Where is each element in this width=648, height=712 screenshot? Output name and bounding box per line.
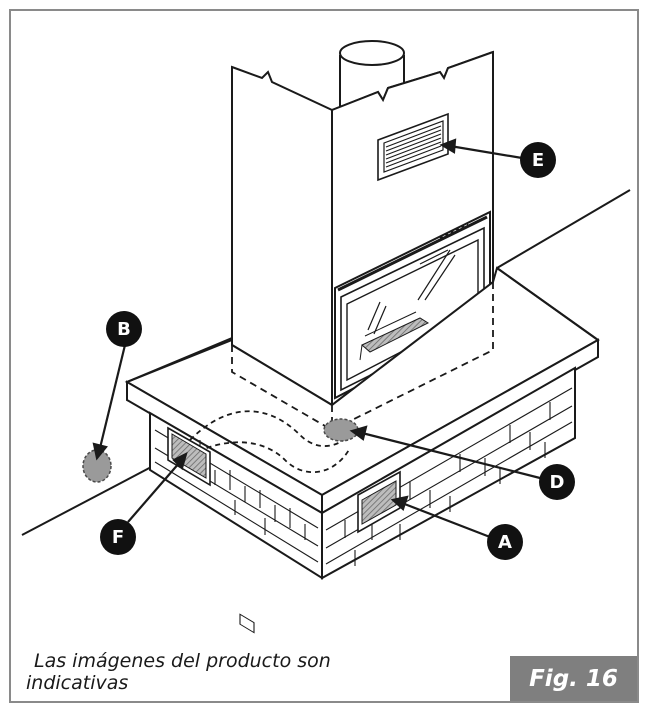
callout-b-label: B [117, 319, 131, 340]
callout-e-label: E [532, 150, 544, 171]
caption: Las imágenes del producto son indicativa… [26, 650, 446, 694]
callout-f: F [100, 519, 136, 555]
hidden-lines [231, 282, 494, 431]
floor-line-right [496, 189, 631, 269]
callout-d: D [539, 464, 575, 500]
figure-frame [9, 9, 639, 703]
arrowhead-f [172, 451, 188, 471]
arrowhead-a [390, 495, 409, 511]
arrowhead-d [349, 425, 368, 441]
fireplace-insert [334, 210, 491, 400]
figure-label: Fig. 16 [529, 665, 618, 692]
vent-grille-f [167, 426, 211, 487]
caption-line-2: indicativas [26, 672, 129, 694]
callout-a-label: A [498, 532, 512, 553]
vent-grille-a [357, 470, 401, 534]
arrowhead-e [439, 138, 457, 154]
vent-grille-e [377, 112, 449, 182]
arrowhead-b [92, 442, 108, 461]
callout-b: B [106, 311, 142, 347]
leader-f [127, 461, 181, 523]
caption-line-1: Las imágenes del producto son [34, 650, 331, 672]
leader-b [98, 344, 127, 449]
leader-d [361, 431, 541, 480]
callout-e: E [520, 142, 556, 178]
callout-a: A [487, 524, 523, 560]
callout-f-label: F [112, 527, 124, 548]
callout-d-label: D [550, 472, 565, 493]
figure-label-badge: Fig. 16 [510, 656, 637, 701]
floor-line-left [21, 464, 156, 536]
leader-a [401, 501, 491, 539]
leader-e [449, 144, 523, 160]
air-duct-dashed [189, 410, 356, 474]
